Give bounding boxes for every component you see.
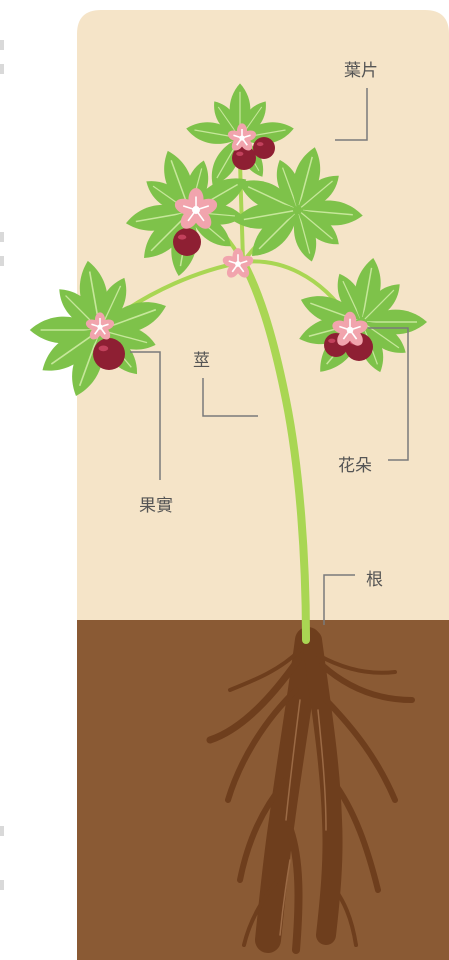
edge-mark — [0, 64, 4, 74]
fruit-label: 果實 — [139, 491, 173, 516]
stem-label: 莖 — [193, 346, 210, 371]
flower-label: 花朵 — [338, 451, 372, 476]
edge-mark — [0, 256, 4, 266]
edge-mark — [0, 826, 4, 836]
berry — [93, 338, 125, 370]
edge-mark — [0, 880, 4, 890]
leaf-label: 葉片 — [344, 56, 378, 81]
berry — [173, 228, 201, 256]
edge-mark — [0, 232, 4, 242]
edge-mark — [0, 40, 4, 50]
root-label: 根 — [366, 565, 383, 590]
berry — [253, 137, 275, 159]
